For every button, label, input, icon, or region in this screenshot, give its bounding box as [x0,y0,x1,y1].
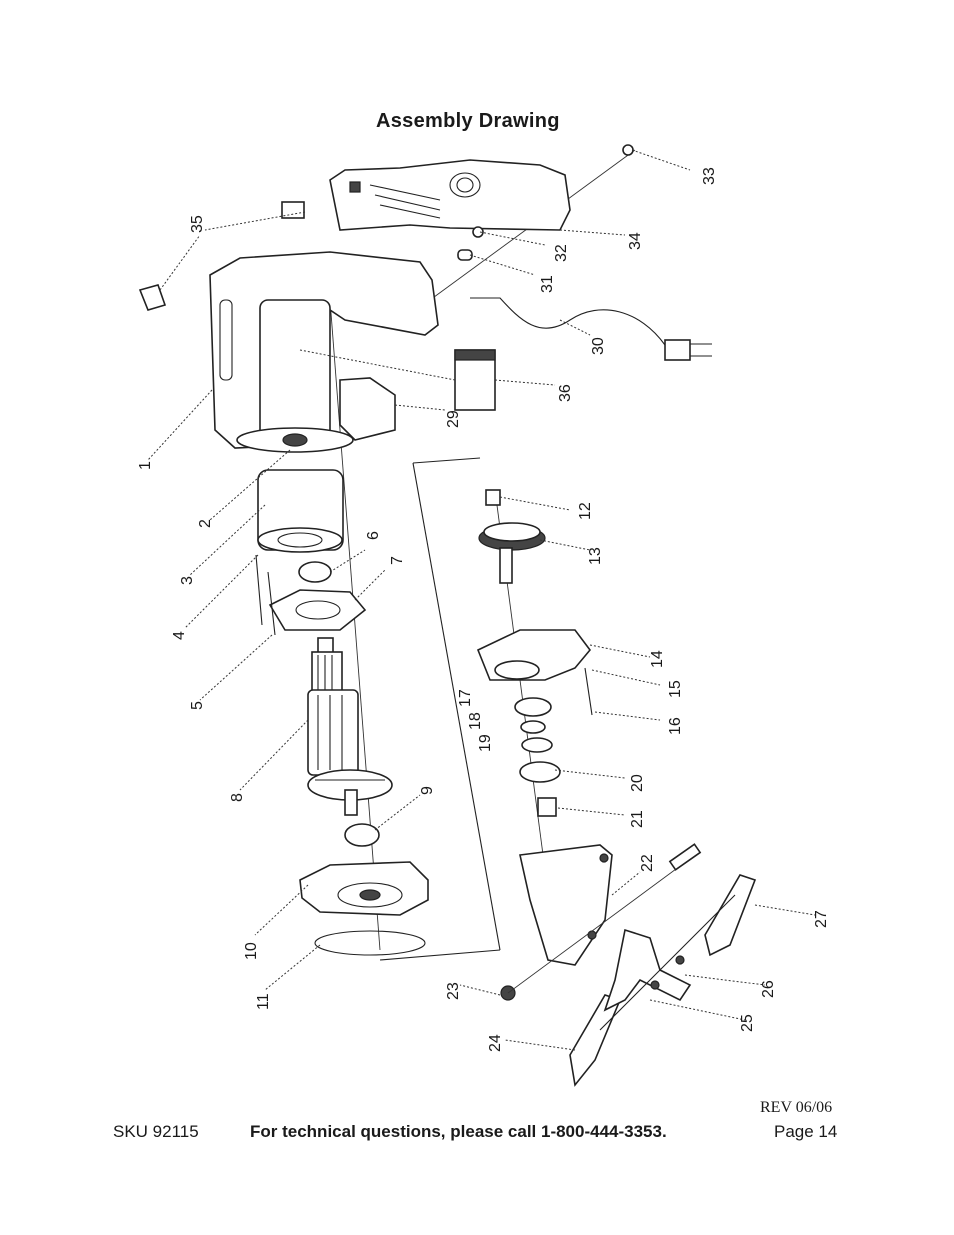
page-number: Page 14 [774,1122,838,1141]
armature-drawing [307,637,393,816]
part-label-36: 36 [557,384,574,402]
part-label-7: 7 [389,556,406,565]
part-label-17: 17 [457,689,474,707]
part-label-11: 11 [255,993,272,1010]
revision-label: REV 06/06 [760,1099,833,1116]
bolt-drawing [500,843,702,1001]
part-label-8: 8 [229,793,246,802]
part-label-5: 5 [189,701,206,710]
washer-stack-drawing [514,697,561,817]
part-label-26: 26 [760,980,777,998]
part-label-9: 9 [419,786,436,795]
part-label-34: 34 [627,232,644,250]
part-label-1: 1 [137,461,154,470]
brush-block-drawing [339,349,496,441]
part-label-4: 4 [171,631,188,640]
part-label-24: 24 [487,1034,504,1052]
sku-label: SKU 92115 [113,1122,199,1141]
part-label-21: 21 [629,810,646,828]
subassembly-bracket [379,457,501,961]
part-label-13: 13 [587,547,604,565]
support-phone-text: For technical questions, please call 1-8… [250,1122,667,1141]
part-label-20: 20 [629,774,646,792]
part-label-35: 35 [189,215,206,233]
part-label-15: 15 [667,680,684,698]
part-label-19: 19 [477,734,494,752]
gear-drawing [478,489,546,584]
blade-housing-drawing [519,844,613,966]
part-label-6: 6 [365,531,382,540]
part-label-18: 18 [467,712,484,730]
bearing-9-drawing [344,823,380,847]
part-label-12: 12 [577,502,594,520]
page-title: Assembly Drawing [376,110,560,132]
part-label-27: 27 [813,910,830,928]
gear-housing-drawing [476,629,593,716]
field-drawing [257,469,344,553]
part-label-14: 14 [649,650,666,668]
part-label-2: 2 [197,519,214,528]
part-label-33: 33 [701,167,718,185]
blades-drawing [569,874,757,1087]
part-label-16: 16 [667,717,684,735]
part-label-23: 23 [445,982,462,1000]
part-labels: 1 2 3 4 5 6 7 8 9 10 11 12 13 14 15 16 1… [137,167,830,1052]
part-label-22: 22 [639,854,656,872]
part-label-31: 31 [539,275,556,293]
part-label-10: 10 [243,942,260,960]
gasket-drawing [314,930,426,956]
end-cover-drawing [299,861,429,916]
motor-housing-drawing [209,251,439,453]
handle-cover-drawing [329,159,571,231]
part-label-3: 3 [179,576,196,585]
leader-lines [147,149,816,1051]
part-label-32: 32 [553,244,570,262]
clips-drawing [138,201,305,311]
part-label-25: 25 [739,1014,756,1032]
bearing-plate-drawing [255,554,367,636]
part-label-29: 29 [445,410,462,428]
part-label-30: 30 [590,337,607,355]
